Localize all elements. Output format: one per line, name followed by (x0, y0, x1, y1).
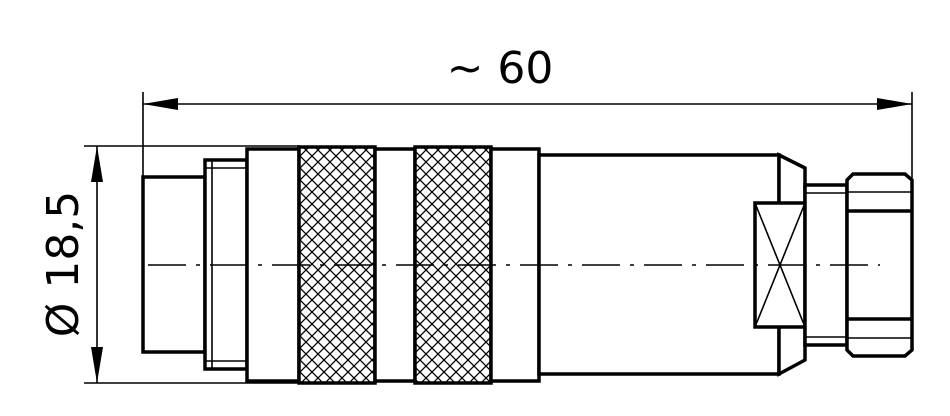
diameter-dimension: Ø 18,5 (38, 145, 300, 384)
diameter-arrow-top (91, 146, 103, 182)
length-dimension: ~ 60 (142, 43, 913, 178)
diameter-label: Ø 18,5 (38, 191, 89, 338)
length-label: ~ 60 (447, 43, 554, 94)
diameter-arrow-bottom (91, 347, 103, 383)
length-arrow-left (143, 98, 178, 110)
length-arrow-right (877, 98, 912, 110)
connector-body (141, 145, 914, 385)
